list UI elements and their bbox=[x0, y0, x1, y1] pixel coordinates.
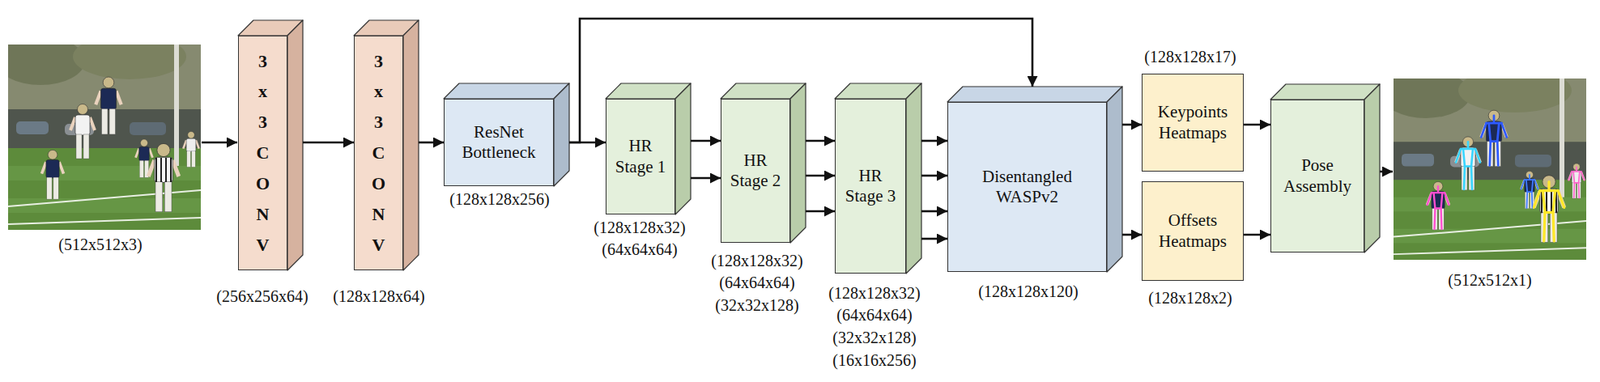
illustration-part bbox=[1427, 186, 1450, 230]
illustration-part bbox=[1568, 166, 1585, 198]
illustration-part bbox=[1393, 78, 1587, 260]
arrow-connector bbox=[921, 238, 948, 241]
arrow-connector bbox=[690, 140, 721, 143]
block-node: HR Stage 2 bbox=[720, 98, 791, 243]
dimension-label: (128x128x32) bbox=[710, 251, 803, 271]
arrow-connector bbox=[1122, 234, 1142, 237]
node-label: ResNet Bottleneck bbox=[450, 122, 548, 163]
node-label: Keypoints Heatmaps bbox=[1148, 102, 1238, 143]
dimension-label: (32x32x128) bbox=[714, 296, 799, 315]
dimension-label: (128x128x256) bbox=[449, 190, 549, 209]
dimension-label: (16x16x256) bbox=[832, 351, 916, 371]
dimension-label: (256x256x64) bbox=[216, 287, 308, 307]
illustration-part bbox=[1533, 182, 1565, 242]
block-node: Offsets Heatmaps bbox=[1141, 181, 1244, 281]
block-node: Keypoints Heatmaps bbox=[1141, 73, 1244, 172]
block-faces bbox=[238, 20, 1380, 274]
arrow-connector bbox=[1243, 234, 1271, 237]
block-node: 3 x 3 C O N V bbox=[238, 35, 288, 271]
dimension-label: (64x64x64) bbox=[601, 240, 677, 260]
arrow-connector bbox=[805, 210, 835, 213]
block-side-face bbox=[553, 83, 570, 187]
block-side-face bbox=[790, 83, 806, 243]
block-side-face bbox=[1364, 84, 1380, 253]
dimension-label: (512x512x1) bbox=[1447, 271, 1532, 290]
dimension-label: (512x512x3) bbox=[58, 235, 142, 255]
block-node: Disentangled WASPv2 bbox=[947, 102, 1107, 273]
node-label: Pose Assembly bbox=[1276, 155, 1358, 196]
arrow-connector bbox=[418, 141, 444, 145]
illustration-part bbox=[1480, 115, 1507, 166]
arrow-connector bbox=[921, 174, 948, 178]
block-node: ResNet Bottleneck bbox=[443, 98, 554, 187]
arrow-connector bbox=[1122, 123, 1142, 127]
dimension-label: (128x128x32) bbox=[593, 218, 686, 238]
output-photo bbox=[1393, 78, 1587, 260]
node-label: 3 x 3 C O N V bbox=[254, 46, 273, 261]
block-side-face bbox=[675, 83, 691, 215]
arrow-connector bbox=[690, 177, 721, 180]
dimension-label: (128x128x17) bbox=[1144, 47, 1236, 67]
dimension-label: (128x128x64) bbox=[332, 287, 425, 307]
block-node: 3 x 3 C O N V bbox=[353, 35, 404, 271]
node-label: Offsets Heatmaps bbox=[1148, 210, 1238, 252]
node-label: HR Stage 3 bbox=[844, 165, 897, 207]
block-side-face bbox=[287, 20, 303, 271]
illustration-part bbox=[8, 44, 201, 230]
dimension-label: (128x128x2) bbox=[1148, 289, 1232, 308]
arrow-connector bbox=[921, 140, 948, 143]
illustration-part bbox=[1378, 170, 1393, 174]
block-top-face bbox=[947, 86, 1123, 103]
dimension-label: (64x64x64) bbox=[836, 306, 912, 325]
block-side-face bbox=[403, 20, 419, 271]
arrow-connector bbox=[1243, 123, 1271, 127]
block-top-face bbox=[1270, 84, 1380, 100]
block-node: HR Stage 1 bbox=[605, 98, 676, 215]
dimension-label: (128x128x32) bbox=[828, 284, 920, 303]
dimension-label: (64x64x64) bbox=[719, 273, 795, 293]
arrow-connector bbox=[805, 174, 835, 178]
node-label: 3 x 3 C O N V bbox=[370, 46, 388, 261]
node-label: HR Stage 1 bbox=[614, 136, 667, 177]
dimension-label: (128x128x120) bbox=[978, 282, 1078, 302]
block-node: HR Stage 3 bbox=[834, 98, 907, 274]
input-photo bbox=[8, 44, 201, 230]
node-label: HR Stage 2 bbox=[729, 150, 782, 192]
illustration-part bbox=[201, 141, 238, 145]
arrow-connector bbox=[805, 140, 835, 143]
block-side-face bbox=[906, 83, 922, 274]
dimension-label: (32x32x128) bbox=[832, 328, 916, 348]
block-side-face bbox=[1106, 86, 1123, 273]
arrow-connector bbox=[921, 210, 948, 213]
arrow-connector bbox=[302, 141, 354, 145]
node-label: Disentangled WASPv2 bbox=[958, 166, 1097, 208]
block-top-face bbox=[443, 83, 570, 99]
block-node: Pose Assembly bbox=[1270, 99, 1365, 253]
illustration-part bbox=[1455, 141, 1481, 190]
